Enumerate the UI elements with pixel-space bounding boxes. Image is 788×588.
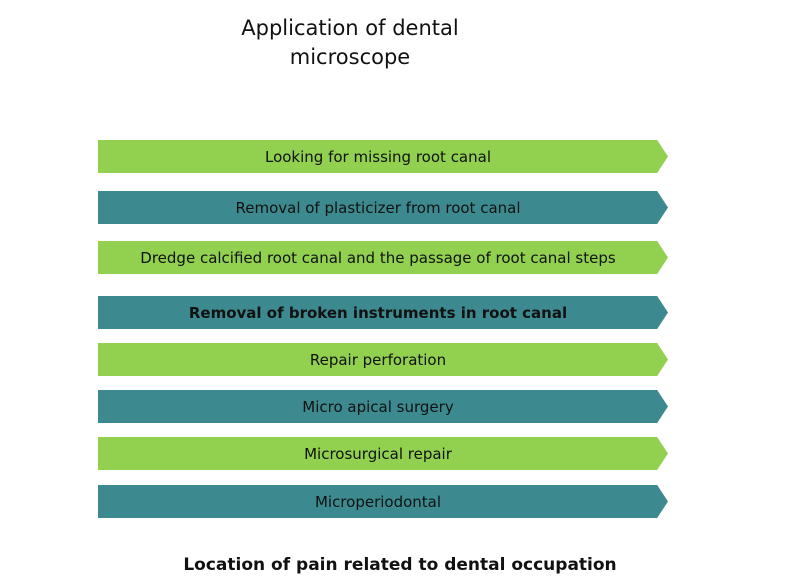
figure-caption: Location of pain related to dental occup… (183, 555, 617, 575)
application-item-label: Removal of broken instruments in root ca… (188, 303, 568, 322)
application-item-label: Removal of plasticizer from root canal (235, 198, 521, 217)
title-line-1: Application of dental (241, 16, 459, 40)
application-item-label: Microperiodontal (314, 492, 442, 511)
application-item: Repair perforation (98, 343, 668, 376)
application-item: Dredge calcified root canal and the pass… (98, 241, 668, 274)
application-item: Microperiodontal (98, 485, 668, 518)
application-item: Removal of plasticizer from root canal (98, 191, 668, 224)
application-item-label: Looking for missing root canal (264, 147, 491, 166)
application-item-label: Microsurgical repair (304, 444, 452, 463)
application-item: Removal of broken instruments in root ca… (98, 296, 668, 329)
application-item: Microsurgical repair (98, 437, 668, 470)
diagram-title: Application of dental microscope (200, 14, 500, 72)
title-line-2: microscope (289, 45, 411, 69)
application-item-label: Micro apical surgery (302, 397, 454, 416)
application-item: Micro apical surgery (98, 390, 668, 423)
application-item-label: Repair perforation (309, 350, 447, 369)
application-item-label: Dredge calcified root canal and the pass… (140, 248, 616, 267)
application-item: Looking for missing root canal (98, 140, 668, 173)
